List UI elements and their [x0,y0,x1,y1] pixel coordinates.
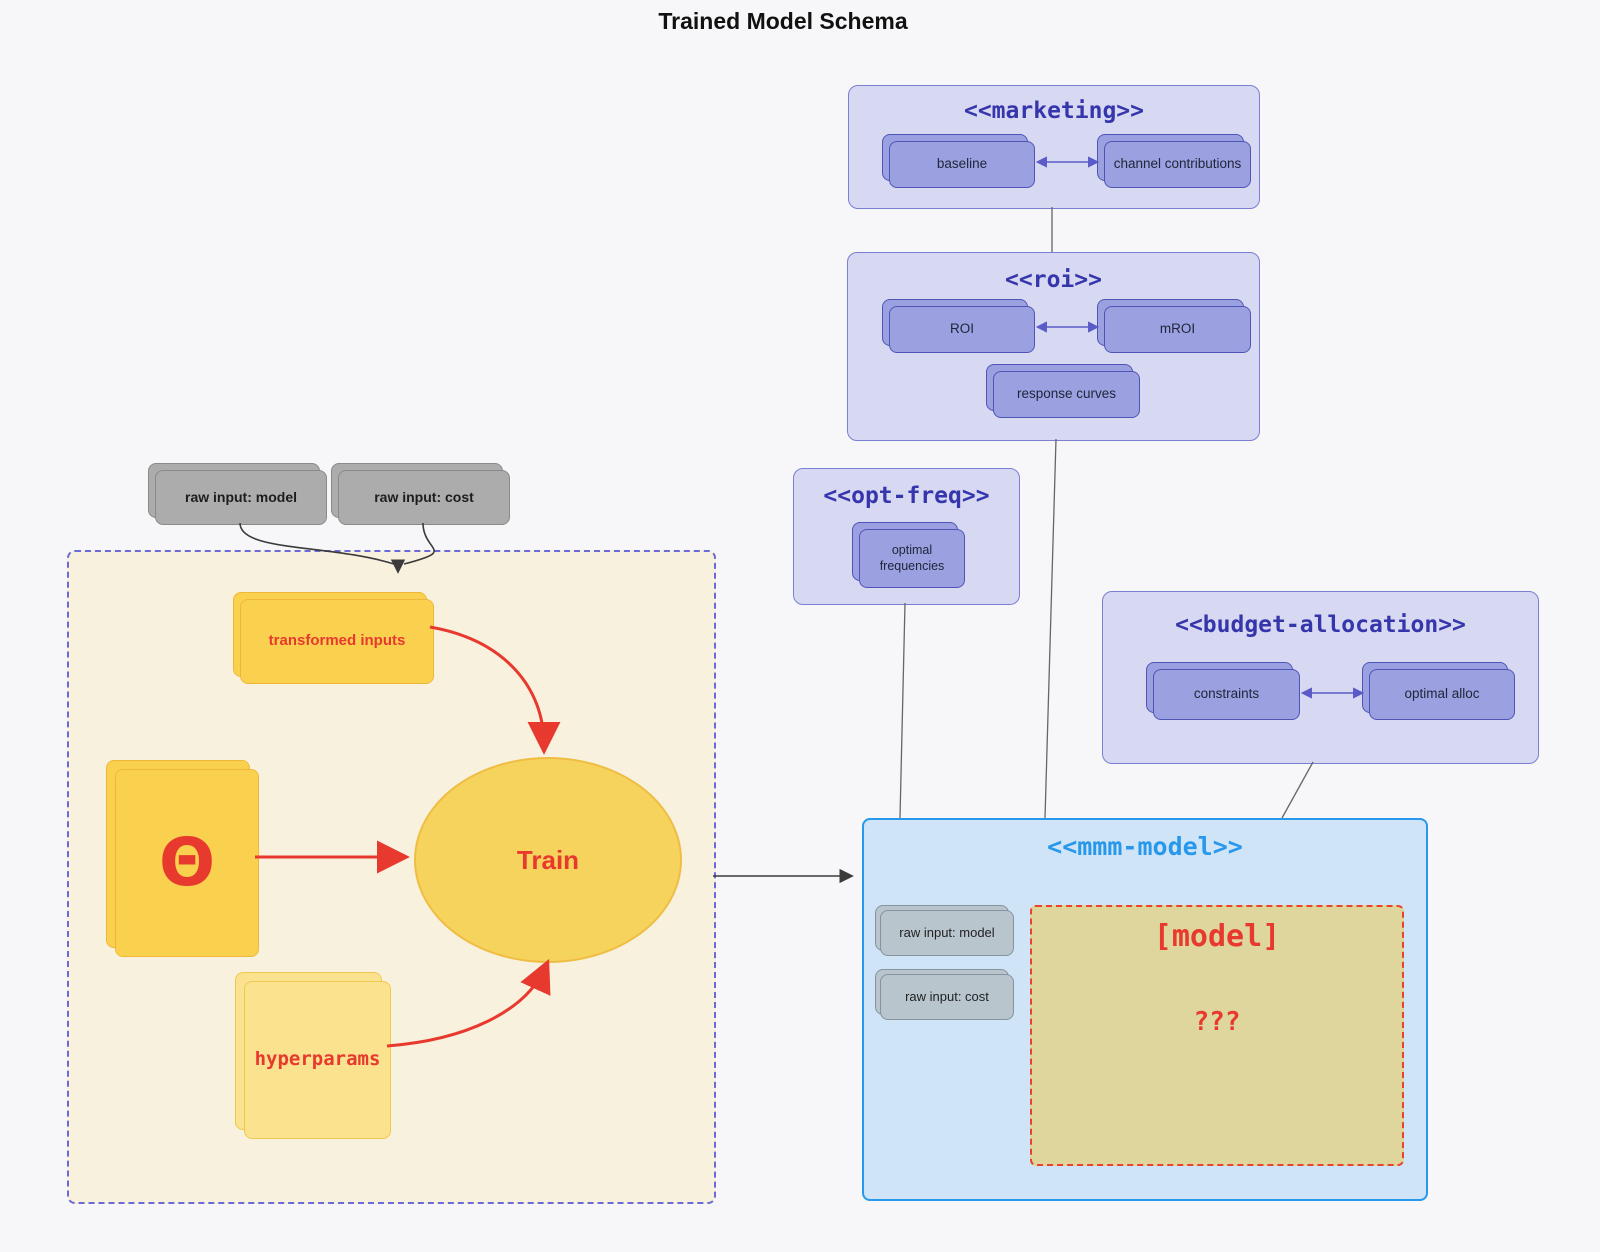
node-roi: ROI [889,306,1035,353]
node-constraints-label: constraints [1193,686,1260,702]
node-train: Train [414,757,682,963]
container-modeling-framework: transformed inputs Θ Train hyperparams M… [67,550,716,1204]
node-mmm-raw-input-model-label: raw input: model [899,924,995,940]
container-budget-allocation: <<budget-allocation>> constraints optima… [1102,591,1539,764]
marketing-title: <<marketing>> [963,98,1144,124]
model-placeholder-title: [model] [1153,919,1281,954]
node-constraints: constraints [1153,669,1300,720]
node-optimal-alloc: optimal alloc [1369,669,1515,720]
node-raw-input-cost: raw input: cost [338,470,510,525]
node-transformed-inputs-label: transformed inputs [268,632,406,650]
container-roi: <<roi>> ROI mROI response curves [847,252,1260,441]
node-mmm-raw-input-cost-label: raw input: cost [905,988,989,1004]
opt-freq-title: <<opt-freq>> [823,483,990,509]
connector-optfreq-mmm [899,602,906,819]
node-theta: Θ [115,769,259,957]
node-hyperparams: hyperparams [244,981,391,1139]
node-raw-input-model-label: raw input: model [185,488,297,505]
model-placeholder-question: ??? [1193,1007,1241,1037]
node-response-curves-label: response curves [1016,386,1117,402]
node-mroi-label: mROI [1159,321,1196,337]
roi-title: <<roi>> [1005,267,1102,293]
node-hyperparams-label: hyperparams [254,1048,381,1071]
node-transformed-inputs: transformed inputs [240,599,434,684]
connector-budget-mmm [1281,761,1314,819]
connector-roi-mmm [1044,438,1057,819]
node-theta-label: Θ [158,823,216,901]
node-mmm-raw-input-model: raw input: model [880,910,1014,956]
node-raw-input-cost-label: raw input: cost [374,488,474,505]
node-mmm-raw-input-cost: raw input: cost [880,974,1014,1020]
node-optimal-frequencies-label: optimal frequencies [879,542,945,573]
node-optimal-alloc-label: optimal alloc [1404,686,1480,702]
container-marketing: <<marketing>> baseline channel contribut… [848,85,1260,209]
node-baseline: baseline [889,141,1035,188]
node-train-label: Train [516,844,580,875]
node-optimal-frequencies: optimal frequencies [859,529,965,588]
node-channel-contributions-label: channel contributions [1113,156,1242,172]
node-response-curves: response curves [993,371,1140,418]
node-mroi: mROI [1104,306,1251,353]
node-roi-label: ROI [949,321,974,337]
container-mmm-model: <<mmm-model>> raw input: model raw input… [862,818,1428,1201]
model-placeholder-box: [model] ??? [1030,905,1404,1166]
node-baseline-label: baseline [936,156,988,172]
page-title: Trained Model Schema [658,8,908,34]
node-raw-input-model: raw input: model [155,470,327,525]
node-channel-contributions: channel contributions [1104,141,1251,188]
container-opt-freq: <<opt-freq>> optimal frequencies [793,468,1020,605]
budget-allocation-title: <<budget-allocation>> [1175,612,1466,638]
mmm-model-title: <<mmm-model>> [1047,832,1243,861]
